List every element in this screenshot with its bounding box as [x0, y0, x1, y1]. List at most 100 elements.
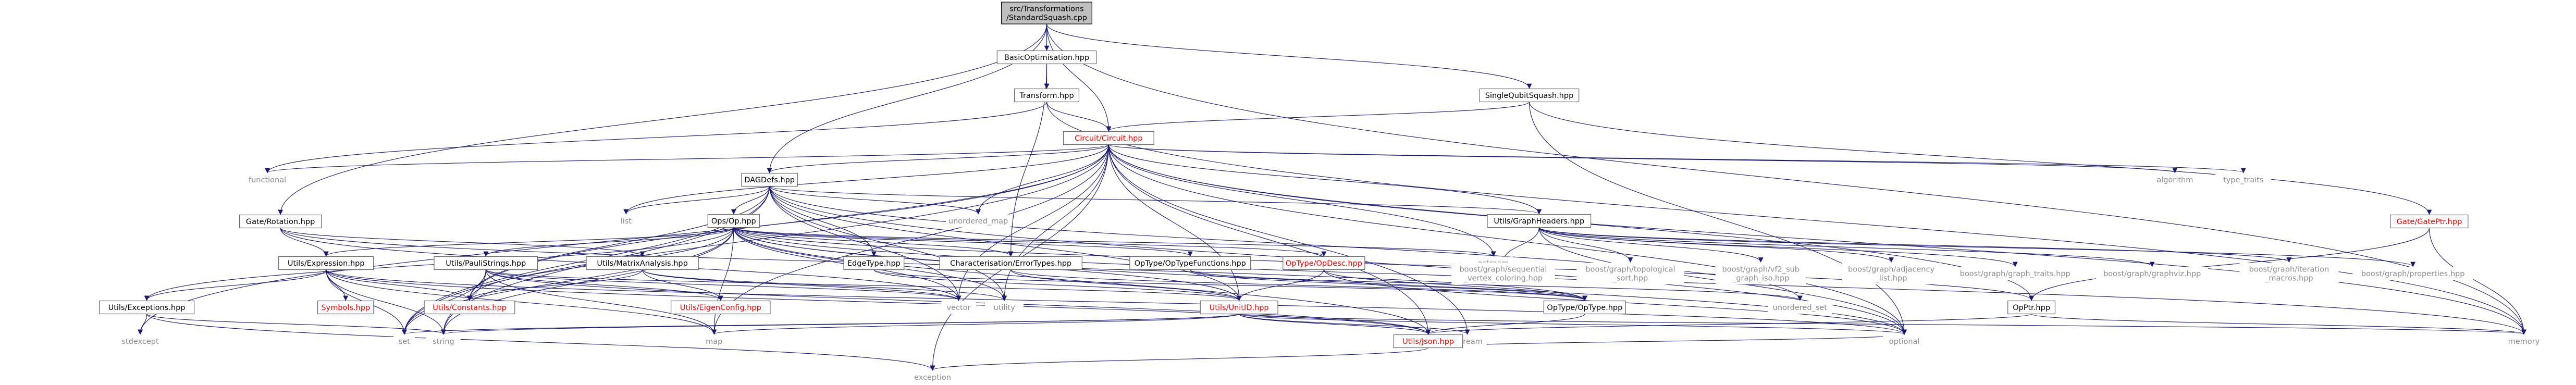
node-box [1715, 263, 1806, 284]
node-utilsgraph[interactable]: Utils/GraphHeaders.hpp [1487, 214, 1592, 228]
node-utilsjson[interactable]: Utils/Json.hpp [1393, 334, 1463, 349]
edge-circuit-to-functional [265, 144, 1109, 173]
edge-opsop-to-string [441, 227, 734, 335]
node-optional: optional [1882, 334, 1926, 348]
node-box [2007, 300, 2056, 315]
node-circuit[interactable]: Circuit/Circuit.hpp [1063, 131, 1154, 145]
edge-dagdefs-to-utility [769, 186, 1007, 301]
node-label: stdexcept [121, 338, 159, 346]
node-utilsexpr[interactable]: Utils/Expression.hpp [278, 256, 374, 270]
node-box [2096, 267, 2209, 280]
node-box [946, 214, 1011, 228]
node-label: list [621, 217, 632, 226]
node-utilsexc[interactable]: Utils/Exceptions.hpp [98, 300, 195, 315]
edge-opsop-to-optypefunc [733, 227, 1193, 257]
node-charerr[interactable]: Characterisation/ErrorTypes.hpp [939, 256, 1082, 270]
edge-charerr-to-utilsunitid [1010, 269, 1242, 301]
edge-opptr-to-memory [2031, 314, 2526, 335]
node-optypefunc[interactable]: OpType/OpTypeFunctions.hpp [1129, 256, 1251, 270]
node-label: boost/graph/sequential [1459, 266, 1547, 274]
node-label: src/Transformations [1009, 5, 1083, 14]
edge-dagdefs-to-unorderedmap [769, 186, 981, 215]
node-utilsconst[interactable]: Utils/Constants.hpp [424, 300, 515, 315]
node-box [2352, 267, 2474, 280]
node-box [317, 300, 374, 315]
node-opsop[interactable]: Ops/Op.hpp [707, 214, 760, 228]
node-utilspauli[interactable]: Utils/PauliStrings.hpp [434, 256, 538, 270]
edge-utilsunitid-to-set [402, 314, 1240, 335]
edge-transform-to-memory [1046, 102, 2526, 335]
edge-circuit-to-utilsunitid [1108, 144, 1242, 301]
node-basicopt[interactable]: BasicOptimisation.hpp [996, 50, 1097, 65]
node-box [424, 300, 515, 315]
node-label: unordered_map [948, 217, 1008, 226]
node-label: utility [994, 304, 1016, 312]
node-label: Utils/Exceptions.hpp [108, 304, 186, 312]
node-gateptr[interactable]: Gate/GatePtr.hpp [2390, 214, 2469, 229]
edge-utilsjson-to-exception [930, 347, 1429, 371]
node-utilseigen[interactable]: Utils/EigenConfig.hpp [671, 300, 771, 315]
edge-utilspauli-to-map [485, 269, 717, 335]
edge-dagdefs-to-vector [769, 186, 962, 301]
node-label: Symbols.hpp [321, 304, 370, 312]
edge-root-to-circuit [1046, 23, 1112, 132]
node-label: vector [947, 304, 971, 312]
node-label: functional [249, 176, 286, 184]
edge-gaterot-to-optypehpp [280, 228, 1587, 301]
node-unorderedmap: unordered_map [946, 214, 1011, 228]
node-label: _graph_iso.hpp [1732, 275, 1789, 283]
node-box [393, 334, 415, 348]
edge-optypefunc-to-optypehpp [1190, 269, 1587, 301]
node-transform[interactable]: Transform.hpp [1014, 88, 1080, 103]
edge-circuit-to-list [623, 144, 1109, 215]
edge-root-to-dagdefs [767, 23, 1047, 173]
node-utilsmatrix[interactable]: Utils/MatrixAnalysis.hpp [586, 256, 699, 270]
node-label: boost/graph/properties.hpp [2361, 270, 2465, 278]
node-string: string [426, 334, 461, 348]
node-label: boost/graph/vf2_sub [1722, 266, 1800, 274]
edge-circuit-to-dagdefs [767, 144, 1109, 173]
edge-utilsunitid-to-memory [1239, 314, 2526, 335]
node-symbols[interactable]: Symbols.hpp [317, 300, 374, 315]
node-box [707, 214, 760, 228]
node-box [1841, 263, 1941, 284]
node-optypehpp[interactable]: OpType/OpType.hpp [1543, 300, 1626, 315]
edge-utilsexc-to-stdexcept [138, 314, 147, 335]
edge-utilsmatrix-to-vector [642, 269, 962, 301]
edge-utilsexpr-to-utilsconst [326, 269, 472, 301]
node-opptr[interactable]: OpPtr.hpp [2007, 300, 2056, 315]
node-label: Ops/Op.hpp [711, 217, 756, 226]
node-singlequbit[interactable]: SingleQubitSquash.hpp [1479, 88, 1580, 103]
node-utilsunitid[interactable]: Utils/UnitID.hpp [1200, 300, 1278, 315]
edge-edgetype-to-utilsunitid [873, 269, 1242, 301]
edge-utilsexc-to-string [146, 314, 446, 335]
edge-optypedesc-to-optypehpp [1323, 269, 1587, 301]
node-label: SingleQubitSquash.hpp [1485, 92, 1574, 100]
edge-opsop-to-opptr [733, 227, 2034, 301]
node-box [586, 256, 699, 270]
node-vector: vector [941, 301, 976, 314]
node-box [1487, 214, 1592, 228]
node-label: Characterisation/ErrorTypes.hpp [950, 259, 1071, 268]
node-gaterot[interactable]: Gate/Rotation.hpp [239, 214, 322, 229]
node-optypedesc[interactable]: OpType/OpDesc.hpp [1283, 256, 1365, 270]
edge-utilspauli-to-utilseigen [485, 269, 723, 301]
node-label: _list.hpp [1875, 275, 1907, 283]
edge-utilsgraph-to-biter [1538, 227, 2291, 263]
node-box [434, 256, 538, 270]
node-box [2390, 214, 2469, 229]
node-label: Gate/Rotation.hpp [246, 218, 315, 226]
node-label: DAGDefs.hpp [744, 176, 795, 184]
edge-utilsunitid-to-sstream [1239, 314, 1470, 335]
node-edgetype[interactable]: EdgeType.hpp [843, 256, 905, 270]
node-dagdefs[interactable]: DAGDefs.hpp [741, 172, 798, 187]
node-root[interactable]: src/Transformations/StandardSquash.cpp [1001, 2, 1092, 24]
edge-gateptr-to-memory [2429, 228, 2526, 335]
node-label: boost/graph/graphviz.hpp [2103, 270, 2201, 278]
edge-utilsmatrix-to-utilseigen [642, 269, 723, 301]
edge-root-to-gaterot [278, 23, 1047, 215]
node-label: unordered_set [1773, 304, 1828, 312]
edge-gaterot-to-utilsmatrix [280, 228, 645, 257]
node-label: Utils/Expression.hpp [288, 259, 365, 268]
node-label: EdgeType.hpp [847, 259, 901, 268]
